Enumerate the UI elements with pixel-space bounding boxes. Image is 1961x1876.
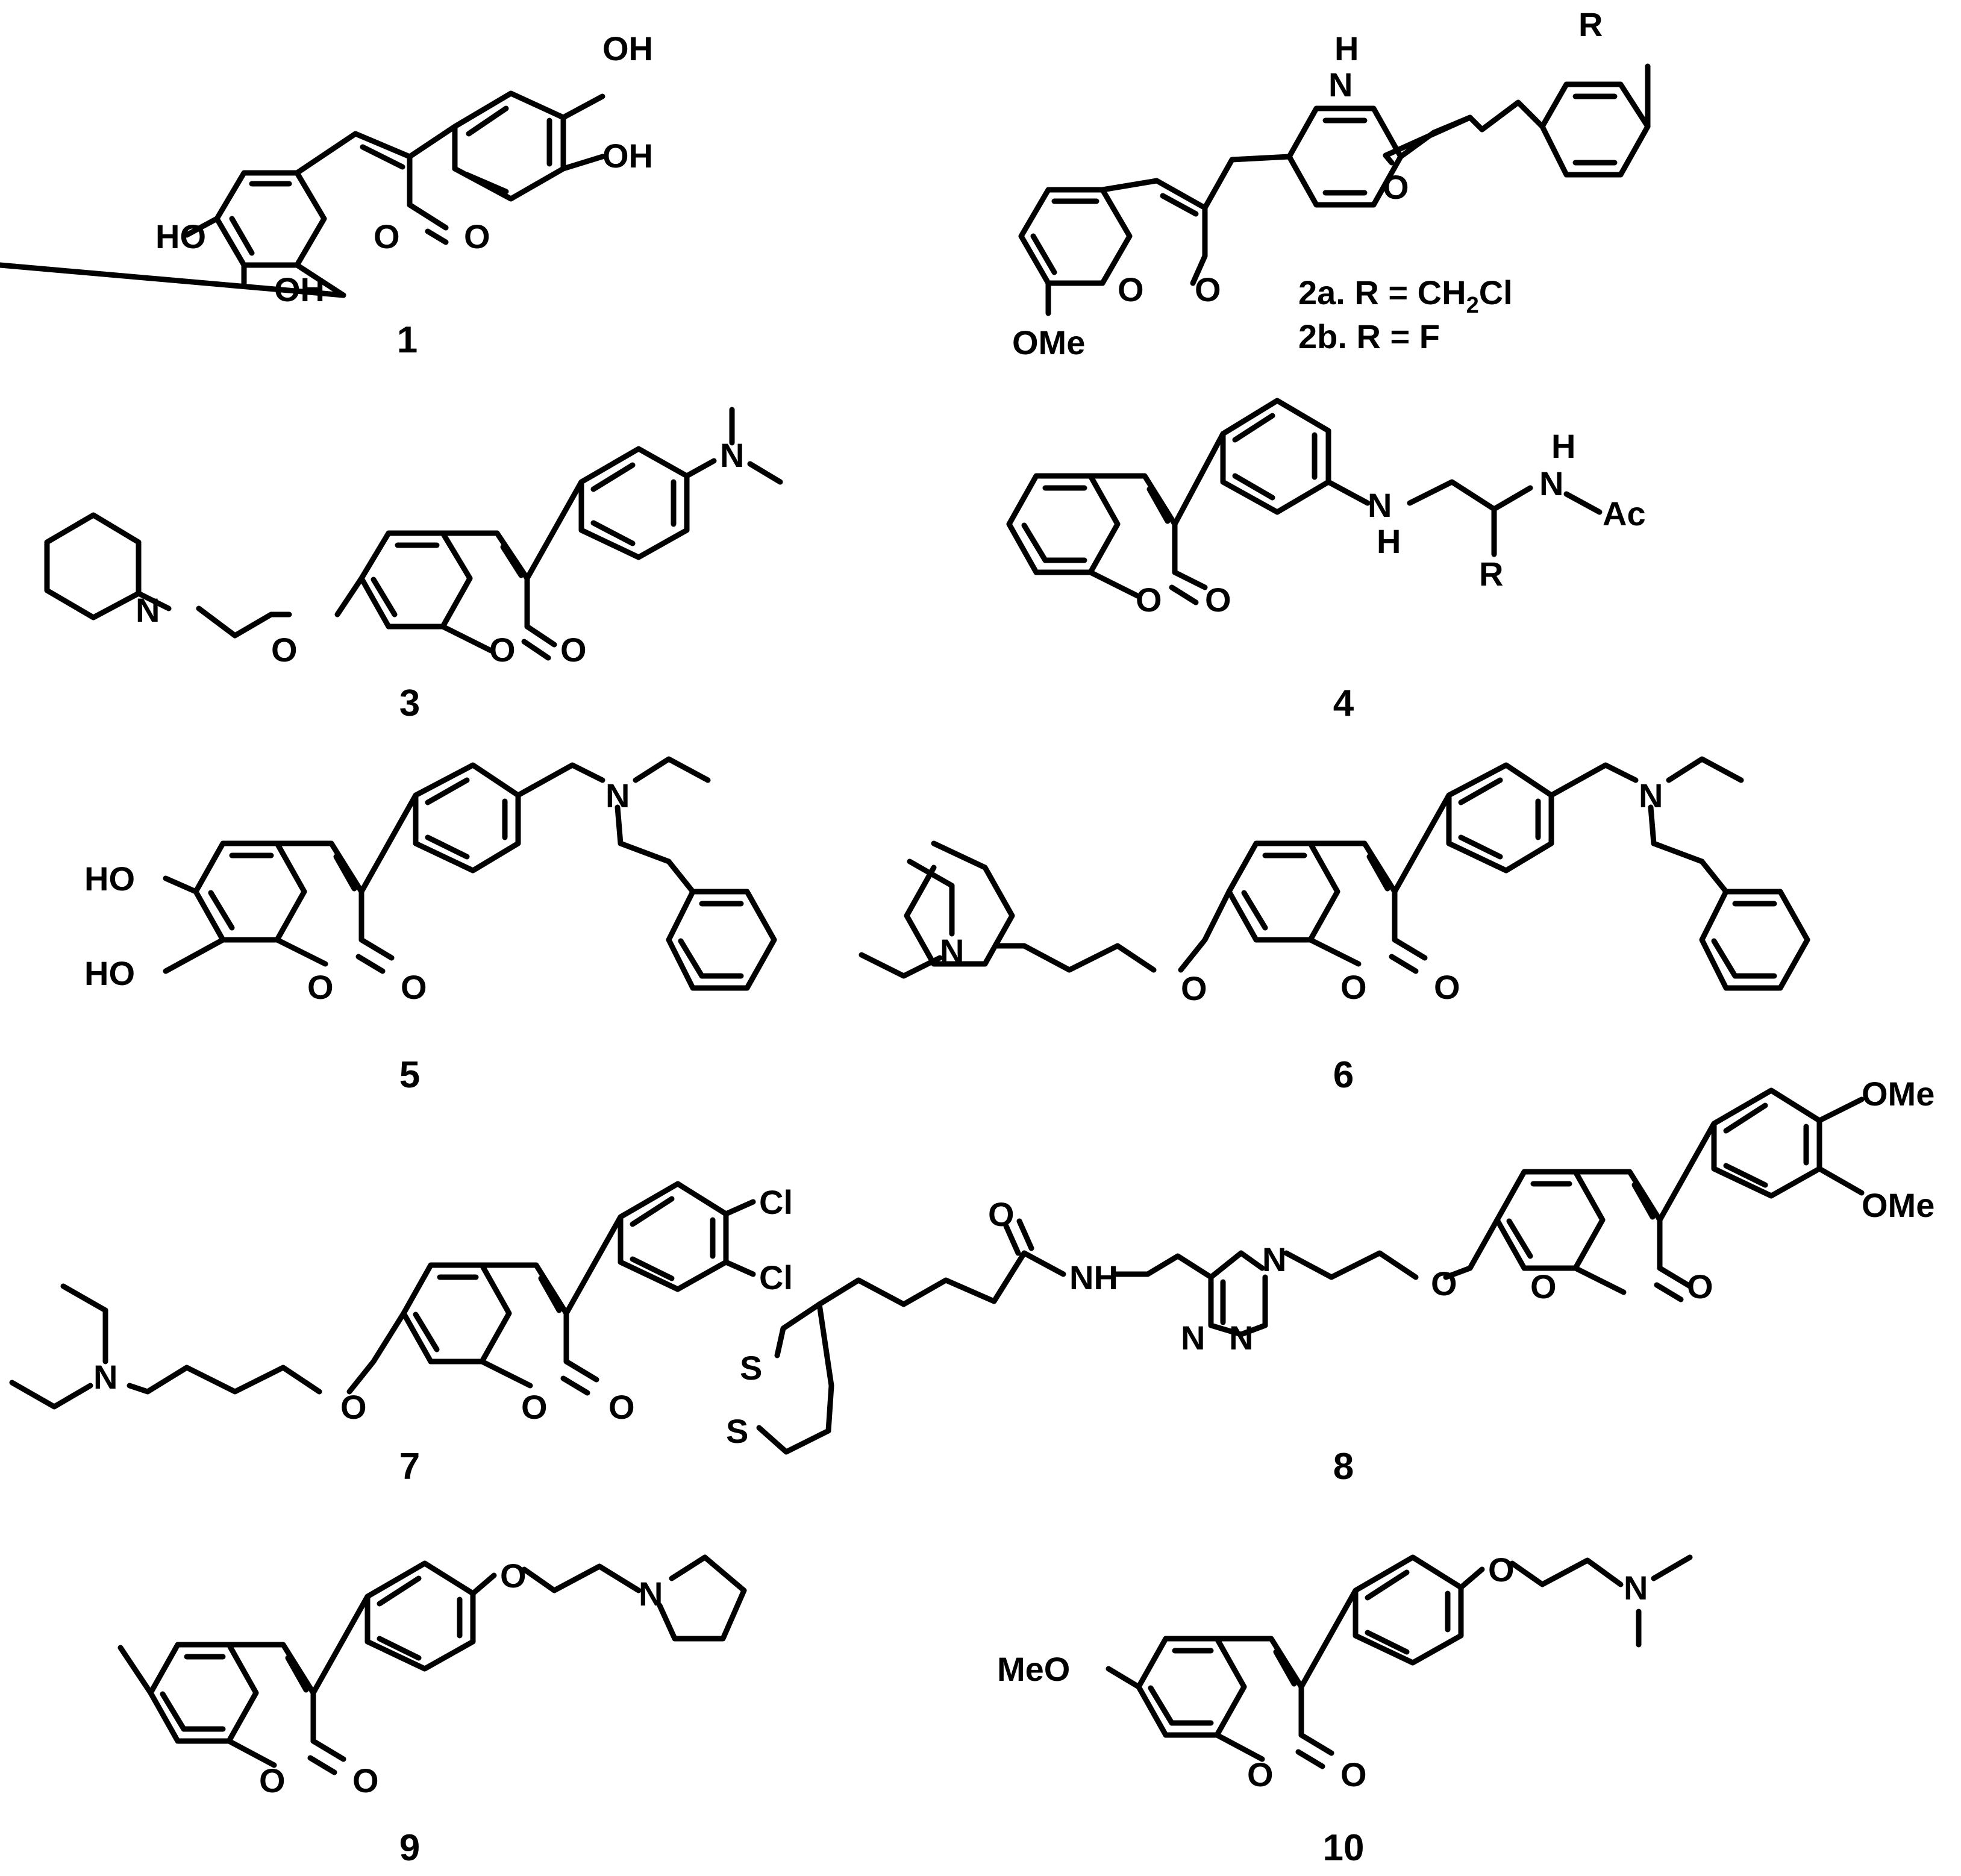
compound-3-atom-carbonyl-o: O bbox=[560, 631, 587, 669]
compound-2-atom-ome: OMe bbox=[1012, 324, 1085, 361]
compound-10-label: 10 bbox=[1323, 1827, 1365, 1869]
compound-10-atom-ether-o: O bbox=[1488, 1551, 1515, 1589]
compound-5-atom-carbonyl-o: O bbox=[401, 968, 427, 1006]
compound-5-bonds bbox=[163, 756, 777, 991]
compound-8-atom-amide-o: O bbox=[988, 1195, 1015, 1233]
compound-3-atom-n-piperidine: N bbox=[136, 591, 160, 629]
compound-4-atom-ring-o: O bbox=[1136, 581, 1162, 619]
compound-8-atom-triazole-n1: N bbox=[1262, 1240, 1286, 1278]
compound-8-atom-ome-top: OMe bbox=[1862, 1075, 1934, 1113]
compound-10-atom-n: N bbox=[1624, 1569, 1648, 1607]
compound-8-atom-nh: NH bbox=[1069, 1258, 1118, 1296]
compound-8: OMe OMe O N NH N N O O O S S 8 bbox=[726, 1075, 1934, 1487]
compound-1-atom-carbonyl-o: O bbox=[464, 217, 490, 255]
compound-4-bonds bbox=[1006, 398, 1603, 605]
compound-2-atom-amide-o: O bbox=[1383, 168, 1409, 206]
compound-2-atom-h: H bbox=[1334, 30, 1359, 67]
compound-6-atom-ether-o: O bbox=[1181, 969, 1207, 1007]
compound-5-atom-n: N bbox=[605, 777, 630, 814]
compound-8-bonds bbox=[756, 1087, 1865, 1455]
compound-4: H N Ac N H R O O 4 bbox=[1006, 398, 1646, 724]
compound-8-atom-s-lower: S bbox=[726, 1412, 748, 1450]
compound-6: N N O O O 6 bbox=[859, 756, 1810, 1096]
compound-4-atom-ac: Ac bbox=[1603, 495, 1646, 533]
compound-3-bonds bbox=[44, 407, 783, 661]
compound-2-atom-r: R bbox=[1578, 5, 1603, 43]
compound-1-label: 1 bbox=[397, 319, 418, 361]
compound-8-atom-ether-o: O bbox=[1431, 1265, 1457, 1302]
compound-1-atom-ho-left: HO bbox=[155, 217, 206, 255]
compound-7-label: 7 bbox=[399, 1446, 420, 1487]
compound-8-label: 8 bbox=[1333, 1446, 1354, 1487]
compound-5-atom-ho-lower: HO bbox=[84, 954, 135, 992]
compound-4-label: 4 bbox=[1333, 683, 1354, 724]
compound-5-label: 5 bbox=[399, 1054, 420, 1096]
compound-1: OH OH HO OH O O 1 bbox=[0, 30, 653, 361]
compound-10-atom-carbonyl-o: O bbox=[1340, 1756, 1367, 1793]
compound-5-atom-ho-upper: HO bbox=[84, 860, 135, 898]
compound-5-atom-ring-o: O bbox=[307, 968, 334, 1006]
compound-9-atom-carbonyl-o: O bbox=[352, 1762, 379, 1799]
compound-8-atom-ring-o: O bbox=[1530, 1268, 1557, 1305]
compound-4-atom-h-top: H bbox=[1551, 427, 1575, 465]
compound-6-atom-ring-o: O bbox=[1340, 968, 1367, 1006]
compound-2b-definition: 2b. R = F bbox=[1298, 317, 1440, 355]
compound-1-atom-oh-bottom: OH bbox=[274, 270, 325, 308]
compound-10-atom-meo: MeO bbox=[997, 1650, 1070, 1688]
compound-6-atom-carbonyl-o: O bbox=[1434, 968, 1460, 1006]
compound-4-atom-n-amine: N bbox=[1368, 486, 1392, 524]
compound-9-atom-ether-o: O bbox=[500, 1557, 527, 1595]
compound-8-atom-s-upper: S bbox=[740, 1349, 762, 1387]
compound-8-atom-triazole-n3: N bbox=[1181, 1319, 1205, 1357]
compound-9-bonds bbox=[117, 1554, 747, 1775]
compound-9-atom-ring-o: O bbox=[259, 1762, 286, 1799]
compound-8-atom-ome-bottom: OMe bbox=[1862, 1186, 1934, 1224]
compound-4-atom-n-acetyl: N bbox=[1539, 464, 1563, 502]
compound-10: O N MeO O O 10 bbox=[997, 1551, 1693, 1869]
compound-9-label: 9 bbox=[399, 1827, 420, 1869]
compound-2: R H N O O O OMe 2a. R = CH2Cl 2b. R = F bbox=[1012, 5, 1651, 361]
compound-2-atom-n: N bbox=[1328, 66, 1353, 104]
compound-7-atom-cl-top: Cl bbox=[759, 1183, 793, 1221]
compound-5: N HO HO O O 5 bbox=[84, 756, 777, 1096]
compound-4-atom-carbonyl-o: O bbox=[1205, 581, 1231, 619]
compound-8-atom-carbonyl-o: O bbox=[1687, 1268, 1713, 1305]
compound-2-atom-ring-o: O bbox=[1118, 270, 1144, 308]
compound-10-bonds bbox=[1106, 1554, 1693, 1769]
compound-10-atom-ring-o: O bbox=[1247, 1756, 1274, 1793]
compound-3: N N O O O 3 bbox=[44, 407, 783, 724]
compound-6-atom-n-diethyl: N bbox=[940, 932, 964, 970]
compound-3-atom-ether-o: O bbox=[271, 631, 298, 669]
compound-3-atom-ring-o: O bbox=[489, 631, 516, 669]
compound-6-bonds bbox=[859, 756, 1810, 991]
compound-7-atom-ether-o: O bbox=[340, 1388, 367, 1426]
compound-7-atom-ring-o: O bbox=[521, 1388, 548, 1426]
compound-1-atom-oh-mid: OH bbox=[602, 137, 653, 175]
compound-3-atom-n-dimethyl: N bbox=[720, 436, 744, 474]
compound-7-atom-carbonyl-o: O bbox=[608, 1388, 635, 1426]
compound-9-atom-n: N bbox=[639, 1575, 663, 1613]
compound-2a-definition: 2a. R = CH2Cl bbox=[1298, 274, 1513, 318]
compound-4-atom-h-bottom: H bbox=[1377, 522, 1401, 560]
compound-7-atom-n-diethyl: N bbox=[93, 1358, 117, 1396]
compound-1-atom-oh-top: OH bbox=[602, 30, 653, 67]
compound-2-bonds bbox=[1018, 63, 1651, 316]
compound-9: O N O O 9 bbox=[117, 1554, 747, 1869]
compound-7-bonds bbox=[9, 1181, 756, 1410]
compound-6-label: 6 bbox=[1333, 1054, 1354, 1096]
compound-4-atom-r: R bbox=[1479, 555, 1503, 593]
compound-6-atom-n-benzyl: N bbox=[1639, 777, 1663, 814]
compound-1-atom-ring-o: O bbox=[374, 217, 400, 255]
compound-1-bonds bbox=[0, 90, 605, 298]
compound-2-atom-carbonyl-o: O bbox=[1195, 270, 1221, 308]
compound-3-label: 3 bbox=[399, 683, 420, 724]
compound-8-atom-triazole-n2: N bbox=[1229, 1319, 1253, 1357]
compound-7-atom-cl-bottom: Cl bbox=[759, 1258, 793, 1296]
compound-7: Cl Cl N O O O 7 bbox=[9, 1181, 793, 1487]
